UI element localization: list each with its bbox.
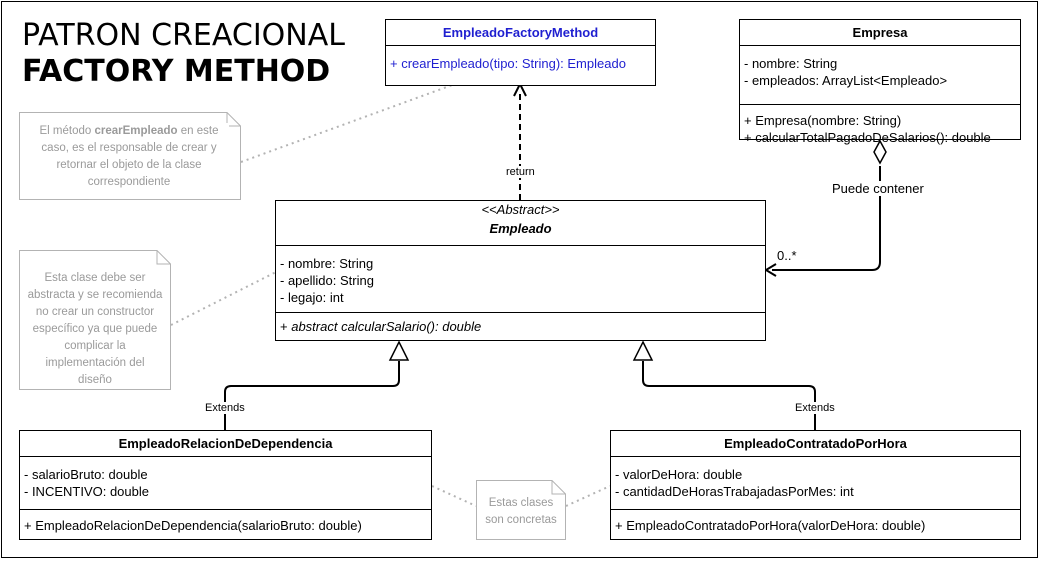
empresa-attr-nombre: - nombre: String — [744, 56, 838, 71]
class-dependencia-name: EmpleadoRelacionDeDependencia — [118, 436, 333, 451]
class-empleado-name: Empleado — [489, 221, 552, 236]
aggregation-arrowhead — [764, 263, 777, 277]
note-link-factory — [240, 83, 456, 163]
empleado-attr-nombre: - nombre: String — [280, 256, 374, 271]
note-abstract: Esta clase debe ser abstracta y se recom… — [19, 250, 171, 390]
porhora-op-constructor: + EmpleadoContratadoPorHora(valorDeHora:… — [615, 518, 926, 533]
empleado-op-prefix: + — [280, 319, 292, 334]
note-factory-text-pre: El método — [39, 125, 95, 137]
porhora-attr-valorDeHora: - valorDeHora: double — [615, 467, 743, 482]
extends-triangle-right — [632, 340, 654, 361]
aggregation-line — [772, 166, 881, 271]
dependencia-op-constructor: + EmpleadoRelacionDeDependencia(salarioB… — [24, 518, 362, 533]
dependencia-attr-salarioBruto: - salarioBruto: double — [24, 467, 148, 482]
extends-line-right — [642, 361, 816, 430]
empleado-attr-legajo: - legajo: int — [280, 290, 344, 305]
note-factory-text: El método crearEmpleado en este caso, es… — [29, 123, 229, 191]
note-concrete: Estas clases son concretas — [476, 480, 566, 540]
class-factory-name: EmpleadoFactoryMethod — [442, 25, 599, 40]
extends-line-left — [224, 361, 400, 430]
class-factory-method[interactable]: EmpleadoFactoryMethod + crearEmpleado(ti… — [385, 19, 656, 86]
note-link-porhora — [565, 485, 611, 507]
empleado-attr-apellido: - apellido: String — [280, 273, 374, 288]
extends-label-left: Extends — [205, 402, 245, 414]
class-empleado-contratado-por-hora[interactable]: EmpleadoContratadoPorHora - valorDeHora:… — [610, 430, 1021, 540]
note-link-dependencia — [431, 485, 477, 507]
factory-method-op: + crearEmpleado(tipo: String): Empleado — [390, 56, 626, 71]
class-empleado-relacion-dependencia[interactable]: EmpleadoRelacionDeDependencia - salarioB… — [19, 430, 432, 540]
class-empresa-name: Empresa — [852, 25, 908, 40]
extends-triangle-left — [388, 340, 410, 361]
note-factory-text-post: en este caso, es el responsable de crear… — [41, 125, 219, 188]
page-title-line2: FACTORY METHOD — [22, 54, 331, 89]
note-factory-text-bold: crearEmpleado — [94, 125, 178, 137]
class-empresa[interactable]: Empresa - nombre: String - empleados: Ar… — [739, 19, 1021, 145]
empleado-op-abstract: abstract — [291, 319, 338, 334]
note-abstract-text: Esta clase debe ser abstracta y se recom… — [27, 270, 163, 389]
porhora-attr-cantidadHoras: - cantidadDeHorasTrabajadasPorMes: int — [615, 484, 854, 499]
empleado-stereotype: <<Abstract>> — [481, 202, 560, 217]
note-factory: El método crearEmpleado en este caso, es… — [19, 112, 241, 200]
empresa-op-calcular: + calcularTotalPagadoDeSalarios(): doubl… — [744, 130, 991, 145]
return-label: return — [506, 166, 535, 178]
dependencia-attr-incentivo: - INCENTIVO: double — [24, 484, 149, 499]
puede-contener-label: Puede contener — [832, 181, 924, 196]
multiplicity-label: 0..* — [777, 248, 797, 263]
empresa-op-constructor: + Empresa(nombre: String) — [744, 113, 902, 128]
note-link-abstract — [170, 271, 277, 326]
class-empleado[interactable]: <<Abstract>> Empleado - nombre: String -… — [275, 200, 766, 341]
note-concrete-text: Estas clases son concretas — [482, 495, 560, 529]
extends-label-right: Extends — [795, 402, 835, 414]
aggregation-diamond — [873, 139, 887, 165]
empleado-op-calcularSalario: + abstract calcularSalario(): double — [276, 313, 765, 335]
page-title-line1: PATRON CREACIONAL — [22, 18, 345, 53]
empresa-attr-empleados: - empleados: ArrayList<Empleado> — [744, 73, 948, 88]
class-porhora-name: EmpleadoContratadoPorHora — [724, 436, 907, 451]
empleado-op-signature: calcularSalario(): double — [337, 319, 482, 334]
